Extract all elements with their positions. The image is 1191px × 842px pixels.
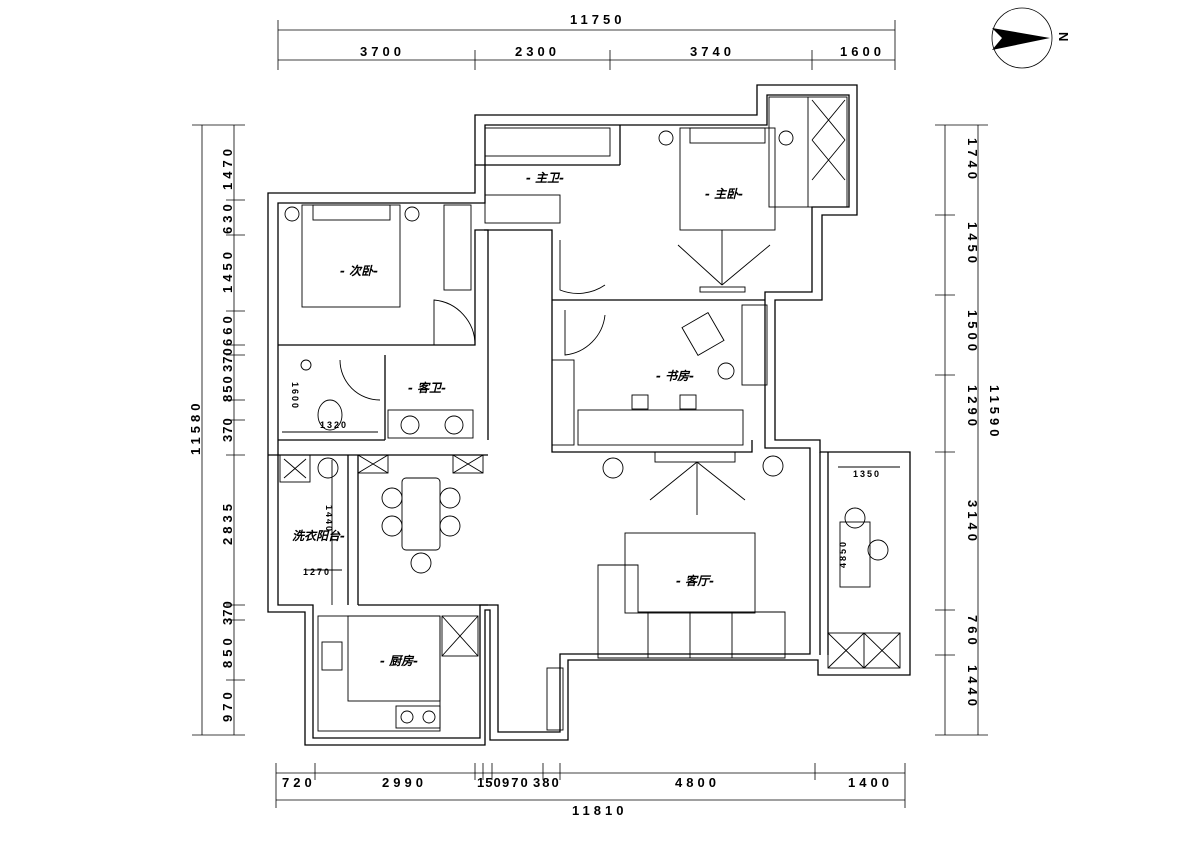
- plant-icon: [762, 455, 784, 477]
- closet-icon: [443, 204, 472, 291]
- door-icon: [433, 299, 476, 346]
- dim-right: 1440: [965, 665, 980, 710]
- dim-left-total: 11580: [188, 400, 203, 455]
- dim-left: 660: [220, 312, 235, 346]
- room-label-master-bath: - 主卫-: [526, 171, 564, 185]
- door-icon: [559, 240, 606, 294]
- dim-guest-bath-height: 1600: [290, 382, 300, 410]
- dim-bottom: 4800: [675, 775, 720, 790]
- dim-bottom: 150: [477, 775, 502, 790]
- dim-laundry-height: 1440: [324, 505, 334, 533]
- room-label-living-room: - 客厅-: [676, 574, 714, 588]
- dim-left: 630: [220, 200, 235, 234]
- interior-walls: [268, 125, 829, 655]
- dim-left: 850: [220, 374, 235, 402]
- dim-right: 1450: [965, 222, 980, 267]
- dim-right: 1740: [965, 138, 980, 183]
- room-label-guest-bath: - 客卫-: [408, 381, 446, 395]
- sofa-icon: [597, 564, 786, 659]
- left-dimensions: 11580 1470 630 1450 660 370 850 370 2835…: [188, 124, 245, 736]
- right-dimensions: 1740 1450 1500 1290 3140 760 1440 11590: [935, 124, 1002, 736]
- armchair-icon: [681, 312, 725, 356]
- dim-bottom: 380: [533, 775, 561, 790]
- exterior-walls: [267, 84, 911, 746]
- dim-bottom: 720: [282, 775, 316, 790]
- room-label-study: - 书房-: [656, 369, 694, 383]
- dim-laundry-width: 1270: [303, 567, 331, 577]
- washer-icon: [279, 454, 311, 483]
- desk-icon: [577, 409, 744, 446]
- door-icon: [339, 359, 381, 401]
- dim-balcony-width: 1350: [853, 469, 881, 479]
- rug-icon: [624, 532, 756, 614]
- furniture: [279, 96, 901, 732]
- dim-left: 850: [220, 634, 235, 668]
- top-dimensions: 11750 3700 2300 3740 1600: [277, 12, 896, 70]
- dim-guest-bath-width: 1320: [320, 420, 348, 430]
- room-label-master-bedroom: - 主卧-: [705, 187, 743, 201]
- dim-top: 3740: [690, 44, 735, 59]
- dim-left: 970: [220, 688, 235, 722]
- door-icon: [564, 310, 606, 356]
- dim-top: 2300: [515, 44, 560, 59]
- room-label-kitchen: - 厨房-: [380, 654, 418, 668]
- dim-left: 1470: [220, 145, 235, 190]
- cabinet-icon: [357, 454, 389, 474]
- dim-balcony-table: 4850: [838, 540, 848, 568]
- dim-right: 1500: [965, 310, 980, 355]
- dim-bottom: 970: [502, 775, 530, 790]
- tv-cabinet-icon: [654, 451, 736, 463]
- bottom-dimensions: 720 2990 150 970 380 4800 1400 11810: [275, 763, 906, 818]
- north-compass-icon: N: [991, 7, 1071, 69]
- closet-icon: [484, 127, 611, 157]
- dim-top: 3700: [360, 44, 405, 59]
- dining-table-icon: [401, 477, 441, 551]
- dim-left: 370: [220, 600, 235, 625]
- toilet-icon: [317, 399, 343, 431]
- dim-bottom: 2990: [382, 775, 427, 790]
- dim-left: 370: [220, 417, 235, 442]
- dim-top: 1600: [840, 44, 885, 59]
- dim-bottom: 1400: [848, 775, 893, 790]
- dim-bottom-total: 11810: [572, 803, 627, 818]
- north-label: N: [1056, 32, 1071, 45]
- dim-right: 1290: [965, 385, 980, 430]
- dim-right: 760: [965, 615, 980, 649]
- dim-top-total: 11750: [570, 12, 625, 27]
- kitchen-counter-icon: [317, 615, 441, 732]
- plant-icon: [602, 457, 624, 479]
- room-label-second-bedroom: - 次卧-: [340, 264, 378, 278]
- balcony-table-icon: [839, 521, 871, 588]
- sink-counter-icon: [387, 409, 474, 439]
- stove-icon: [395, 705, 441, 729]
- dim-right: 3140: [965, 500, 980, 545]
- dim-right-total: 11590: [987, 385, 1002, 440]
- room-label-laundry-balcony: 洗衣阳台-: [292, 529, 345, 543]
- dim-left: 370: [220, 347, 235, 372]
- dim-left: 2835: [220, 500, 235, 545]
- dim-left: 1450: [220, 248, 235, 293]
